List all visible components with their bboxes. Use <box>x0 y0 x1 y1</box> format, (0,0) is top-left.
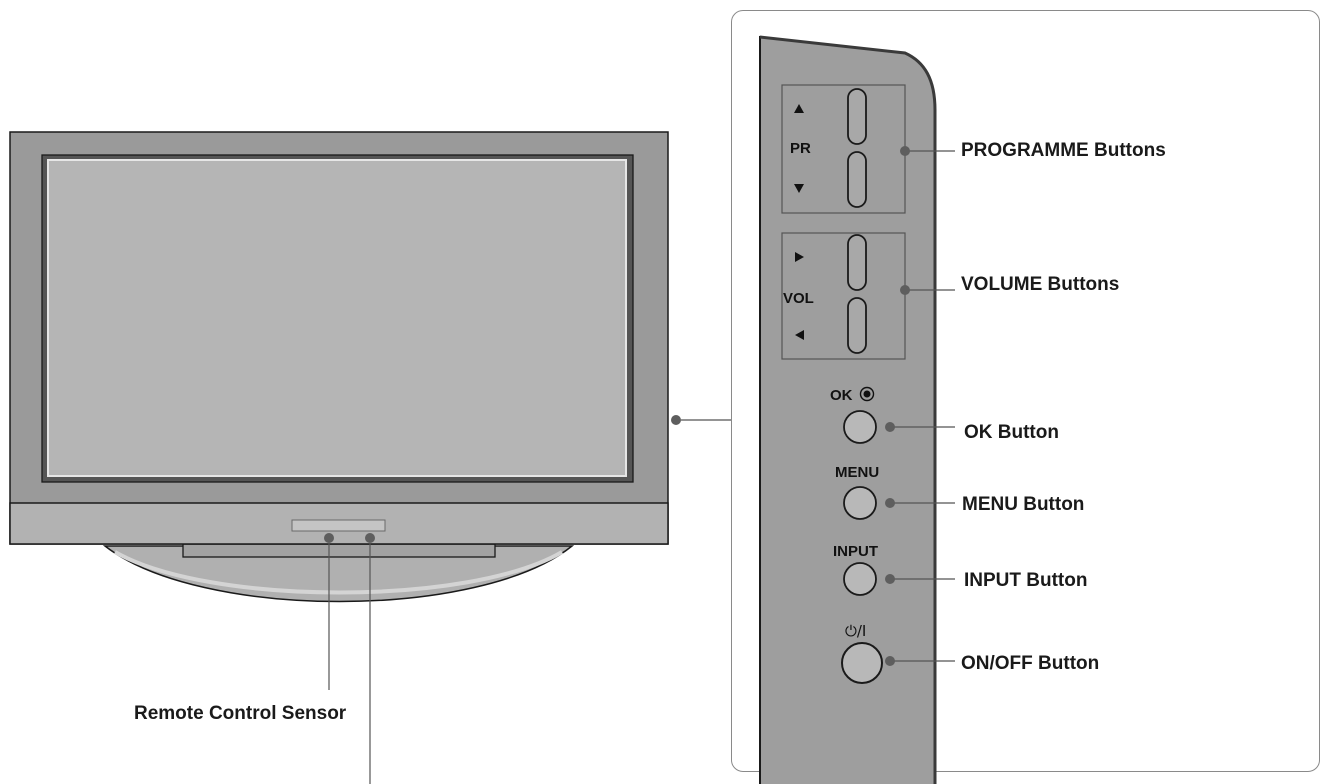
vol-label: VOL <box>783 290 814 307</box>
programme-button-group: PR <box>781 84 906 214</box>
remote-sensor-callout: Remote Control Sensor <box>134 703 347 724</box>
volume-down-button[interactable] <box>847 297 867 354</box>
power-indicator-dot <box>365 533 375 543</box>
ok-button-callout: OK Button <box>964 422 1059 443</box>
pr-label: PR <box>790 140 811 157</box>
volume-up-button[interactable] <box>847 234 867 291</box>
ok-label: OK <box>830 387 853 404</box>
programme-down-button[interactable] <box>847 151 867 208</box>
ok-circle-icon-center <box>863 390 871 398</box>
power-button-callout: ON/OFF Button <box>961 653 1100 674</box>
callout-dots <box>885 146 910 666</box>
side-panel-frame <box>731 10 1320 772</box>
volume-button-group: VOL <box>781 232 906 360</box>
menu-label: MENU <box>835 464 879 481</box>
power-button[interactable] <box>841 642 883 684</box>
remote-sensor-dot <box>324 533 334 543</box>
tv-screen <box>47 159 627 477</box>
ok-circle-icon <box>859 386 875 402</box>
input-button[interactable] <box>843 562 877 596</box>
programme-up-button[interactable] <box>847 88 867 145</box>
power-label: ⏻/I <box>845 622 866 640</box>
remote-sensor-window <box>291 519 386 532</box>
control-panel <box>759 35 937 784</box>
side-panel-marker-dot <box>671 415 681 425</box>
volume-buttons-callout: VOLUME Buttons <box>961 274 1120 295</box>
triangle-left-icon <box>795 330 804 340</box>
triangle-down-icon <box>794 184 804 193</box>
tv-body <box>9 131 681 545</box>
triangle-right-icon <box>795 252 804 262</box>
triangle-up-icon <box>794 104 804 113</box>
tv-stand <box>102 542 575 603</box>
programme-buttons-callout: PROGRAMME Buttons <box>961 140 1166 161</box>
menu-button[interactable] <box>843 486 877 520</box>
input-label: INPUT <box>833 543 878 560</box>
input-button-callout: INPUT Button <box>964 570 1088 591</box>
ok-button[interactable] <box>843 410 877 444</box>
callout-leaders <box>890 150 955 662</box>
menu-button-callout: MENU Button <box>962 494 1085 515</box>
